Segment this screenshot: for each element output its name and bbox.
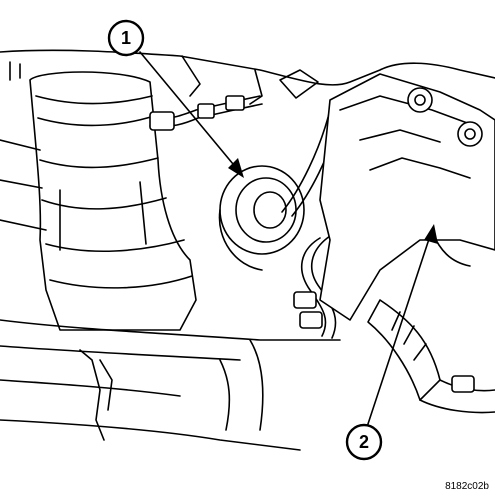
grommet-seal: [218, 165, 305, 271]
callout-1-label: 1: [121, 28, 131, 48]
strut-assembly: [0, 71, 197, 331]
frame-rail: [0, 319, 341, 451]
callout-2-label: 2: [359, 432, 369, 452]
figure-code: 8182c02b: [445, 481, 489, 492]
lower-hoses: [367, 299, 495, 414]
callout-1: 1: [107, 19, 145, 57]
callout-leaders: [139, 51, 438, 431]
body-panel-outline: [0, 49, 495, 105]
callout-2: 2: [345, 423, 383, 461]
vacuum-hose: [149, 95, 263, 131]
mounting-bracket: [319, 73, 495, 321]
